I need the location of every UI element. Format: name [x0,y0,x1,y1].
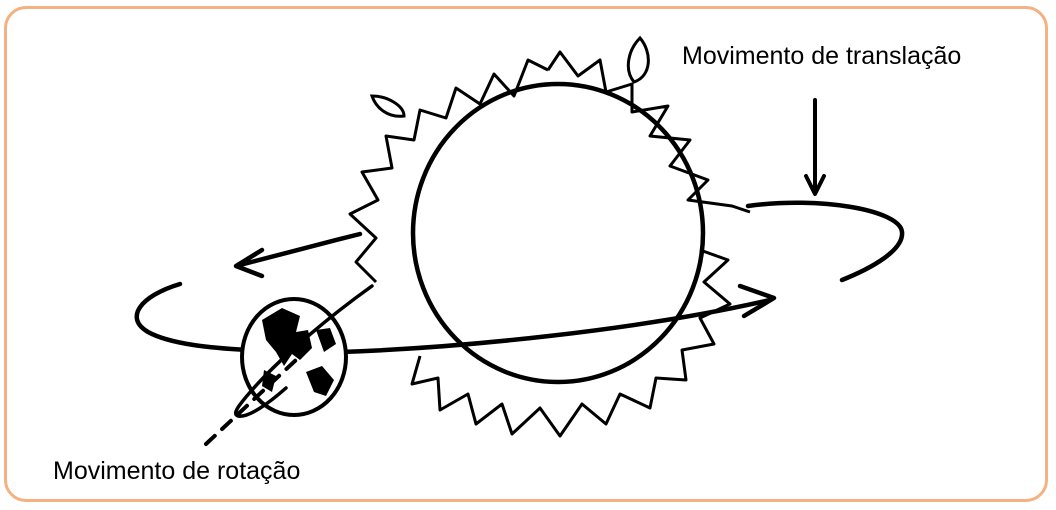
sun-flame-drop-left [372,96,404,116]
orbit-right-arc [748,203,902,280]
sun-flames [350,52,750,436]
rotation-movement-label: Movimento de rotação [53,459,300,484]
sun-icon [413,84,703,382]
translation-movement-label: Movimento de translação [682,44,961,69]
orbit-left-arc [137,284,248,350]
sun-flame-drop-right [628,38,648,82]
translation-pointer-arrow [806,100,824,194]
orbit-back-arrow [236,234,360,276]
